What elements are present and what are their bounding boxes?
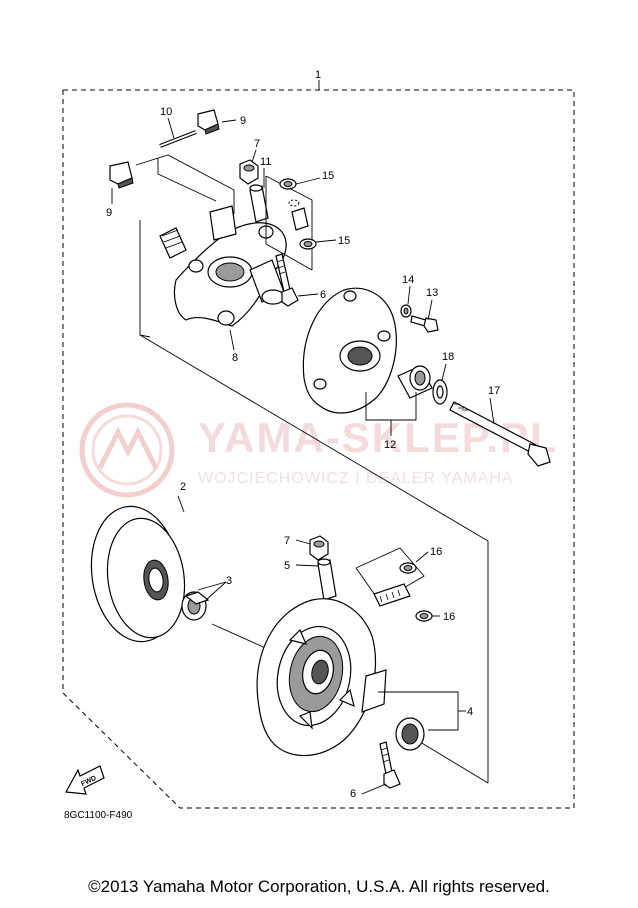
callout-7-lower: 7 xyxy=(284,535,290,547)
part-18-ring xyxy=(432,379,448,405)
part-4-bushing xyxy=(395,717,425,751)
callout-4: 4 xyxy=(467,706,473,718)
callout-7-upper: 7 xyxy=(254,138,260,150)
fwd-arrow-icon: FWD xyxy=(65,765,105,795)
part-14-washer xyxy=(400,304,412,318)
part-12-cover-plate xyxy=(302,287,397,414)
callout-14: 14 xyxy=(402,274,414,286)
part-6-bolt-lower xyxy=(379,741,401,789)
part-5-collar xyxy=(317,558,337,601)
callout-15-lower: 15 xyxy=(338,235,350,247)
callout-18: 18 xyxy=(442,351,454,363)
callout-6-upper: 6 xyxy=(320,289,326,301)
watermark-subtitle: WOJCIECHOWICZ I DEALER YAMAHA xyxy=(198,470,514,487)
callout-6-lower: 6 xyxy=(350,788,356,800)
callout-1: 1 xyxy=(315,69,321,81)
part-callouts: 1 2 3 4 5 6 6 7 7 8 9 9 10 11 12 13 14 1… xyxy=(106,69,500,800)
assembly-outline xyxy=(62,89,575,809)
callout-9-lower: 9 xyxy=(106,207,112,219)
part-8-spider-hub xyxy=(159,205,287,327)
callout-16-upper: 16 xyxy=(430,546,442,558)
callout-8: 8 xyxy=(232,352,238,364)
part-3-collar xyxy=(181,591,210,621)
watermark-title: YAMA-SKLEP.PL xyxy=(198,414,558,461)
leader-lines xyxy=(111,117,495,795)
callout-5: 5 xyxy=(284,560,290,572)
callout-10: 10 xyxy=(160,106,172,118)
part-15-washer-lower xyxy=(299,238,317,250)
callout-13: 13 xyxy=(426,287,438,299)
callout-15-upper: 15 xyxy=(322,170,334,182)
callout-9-upper: 9 xyxy=(240,115,246,127)
part-2-fixed-sheave xyxy=(90,505,186,643)
callout-2: 2 xyxy=(180,481,186,493)
part-17-long-bolt xyxy=(449,401,551,467)
part-6-bolt-upper xyxy=(275,253,299,307)
part-7-nut-lower xyxy=(309,535,329,561)
callout-17: 17 xyxy=(488,385,500,397)
watermark: YAMA-SKLEP.PL WOJCIECHOWICZ I DEALER YAM… xyxy=(79,402,558,498)
callout-12: 12 xyxy=(384,439,396,451)
spring-parts xyxy=(288,199,309,231)
part-13-bolt xyxy=(410,315,439,333)
part-16-washer-upper xyxy=(399,562,417,574)
part-9-weight-lower xyxy=(109,161,134,189)
part-11-collar xyxy=(249,184,269,223)
spring-bracket-lower xyxy=(373,583,411,607)
part-16-washer-lower xyxy=(415,610,433,622)
callout-16-lower: 16 xyxy=(443,611,455,623)
callout-3: 3 xyxy=(226,575,232,587)
watermark-logo xyxy=(79,402,175,498)
assembly-frame-lines xyxy=(139,220,489,784)
part-10-pin xyxy=(159,130,197,148)
part-9-weight-upper xyxy=(197,109,220,135)
copyright-notice: ©2013 Yamaha Motor Corporation, U.S.A. A… xyxy=(88,877,550,896)
part-15-washer-upper xyxy=(279,178,297,190)
part-12-bushing xyxy=(397,365,433,399)
callout-11: 11 xyxy=(260,156,271,168)
part-7-nut-upper xyxy=(239,159,259,185)
part-4-movable-sheave xyxy=(256,598,387,757)
diagram-code: 8GC1100-F490 xyxy=(64,810,133,821)
